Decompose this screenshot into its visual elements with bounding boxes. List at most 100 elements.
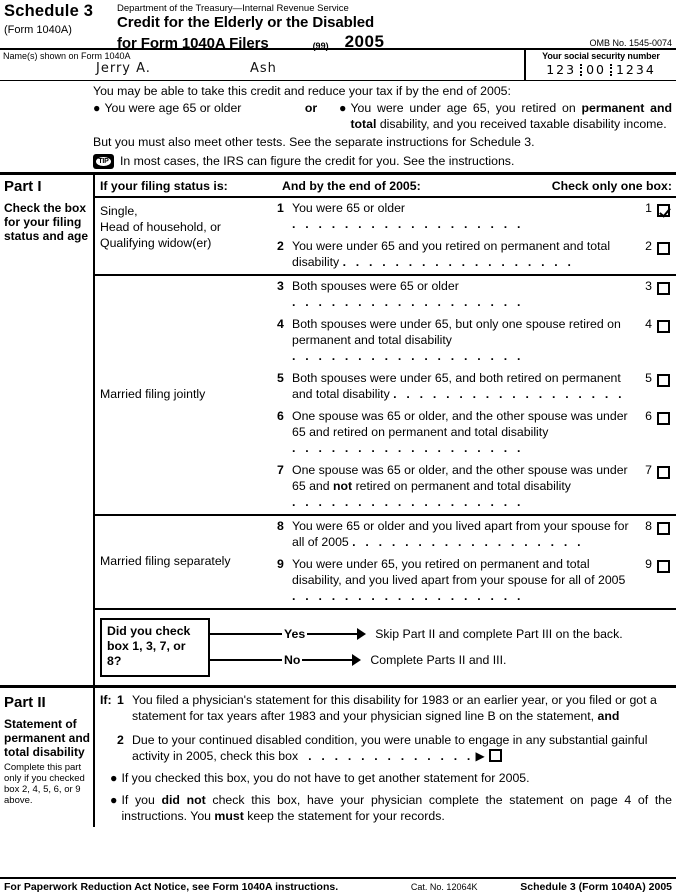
part2-section: Part II Statement of permanent and total… <box>0 684 676 827</box>
masthead-center: Department of the Treasury—Internal Reve… <box>115 3 526 52</box>
filing-status-checkbox-3[interactable] <box>657 281 670 295</box>
part1-section: Part I Check the box for your filing sta… <box>0 174 676 685</box>
filing-status-checkbox-8[interactable] <box>657 521 670 535</box>
decision-flow: Did you check box 1, 3, 7, or 8? Yes Ski… <box>95 607 676 685</box>
part2-item-1: If: 1 You filed a physician's statement … <box>95 693 672 725</box>
name-field-group[interactable]: Name(s) shown on Form 1040A Jerry A. Ash <box>0 50 526 80</box>
item-number: 2 <box>277 238 284 253</box>
tip-icon: TIP <box>93 154 114 170</box>
item-checkbox-group: 9 <box>636 557 676 573</box>
intro-line-1: You may be able to take this credit and … <box>93 84 511 98</box>
branch-line-no <box>210 659 282 662</box>
header-check-one-box: Check only one box: <box>551 178 672 193</box>
branch-line-no-2 <box>302 659 353 662</box>
item-number: 7 <box>277 462 284 477</box>
item-checkbox-group: 7 <box>636 463 676 479</box>
item-number: 9 <box>277 556 284 571</box>
part2-item1-number: 1 <box>117 692 124 707</box>
intro-bullet-right-text: You were under age 65, you retired on pe… <box>350 100 672 131</box>
filing-status-label: Married filing separately <box>100 553 231 568</box>
arrow-right-icon <box>357 628 367 641</box>
item-text: Both spouses were 65 or older . . . . . … <box>292 278 524 309</box>
tax-year: 2005 <box>344 32 385 52</box>
part2-item-2: 2 Due to your continued disabled conditi… <box>95 733 672 765</box>
status-block: Single, Head of household, or Qualifying… <box>95 195 676 274</box>
filing-status-checkbox-2[interactable] <box>657 241 670 255</box>
leader-dots: . . . . . . . . . . . . . . . . . . <box>292 348 524 363</box>
item-text: You were under 65 and you retired on per… <box>292 238 611 269</box>
department-line: Department of the Treasury—Internal Reve… <box>117 3 349 14</box>
masthead-left: Schedule 3 (Form 1040A) <box>0 2 115 36</box>
intro-tip-text: In most cases, the IRS can figure the cr… <box>120 153 515 168</box>
status-block: Married filing separately 8 You were 65 or… <box>95 513 676 608</box>
ssn-group-1: 123 <box>546 62 577 77</box>
filing-status-checkbox-6[interactable] <box>657 411 670 425</box>
part2-checkbox[interactable] <box>488 748 502 762</box>
intro-or-word: or <box>304 100 318 115</box>
branch-result-yes: Skip Part II and complete Part III on th… <box>375 627 623 642</box>
item-end-number: 5 <box>645 370 652 385</box>
part2-bullet-2: ● If you did not check this box, have yo… <box>95 793 672 825</box>
leader-dots: . . . . . . . . . . . . . . . . . . <box>292 440 524 455</box>
item-end-number: 9 <box>645 556 652 571</box>
filing-status-checkbox-4[interactable] <box>657 319 670 333</box>
item-end-number: 6 <box>645 408 652 423</box>
item-text: You were 65 or older and you lived apart… <box>292 518 629 549</box>
item-text: Both spouses were under 65, and both ret… <box>292 370 625 401</box>
ssn-group-2: 00 <box>586 62 606 77</box>
form-masthead: Schedule 3 (Form 1040A) Department of th… <box>0 0 676 52</box>
first-name-value[interactable]: Jerry A. <box>96 61 151 76</box>
part1-label: Part I <box>4 177 42 195</box>
filing-status-item: 8 You were 65 or older and you lived apar… <box>277 516 676 554</box>
ssn-field-group[interactable]: Your social security number 123 00 1234 <box>526 50 676 80</box>
part1-status-blocks: Single, Head of household, or Qualifying… <box>95 195 676 608</box>
item-number: 5 <box>277 370 284 385</box>
part1-top-divider <box>0 171 676 175</box>
header-filing-status: If your filing status is: <box>100 178 228 193</box>
part2-item2-text: Due to your continued disabled condition… <box>132 733 672 765</box>
ssn-value[interactable]: 123 00 1234 <box>526 62 676 77</box>
tip-badge-text: TIP <box>96 157 111 167</box>
filing-status-checkbox-7[interactable] <box>657 465 670 479</box>
filing-status-checkbox-1[interactable] <box>657 203 670 217</box>
item-number: 3 <box>277 278 284 293</box>
intro-tip-line: TIP In most cases, the IRS can figure th… <box>93 154 672 170</box>
bullet-dot-icon: ● <box>339 100 347 115</box>
item-end-number: 4 <box>645 316 652 331</box>
masthead-divider <box>0 48 676 50</box>
intro-block: You may be able to take this credit and … <box>0 81 676 172</box>
item-end-number: 8 <box>645 518 652 533</box>
filing-status-checkbox-5[interactable] <box>657 373 670 387</box>
part2-note: Complete this part only if you checked b… <box>4 762 85 806</box>
part2-description: Statement of permanent and total disabil… <box>4 716 91 759</box>
last-name-value[interactable]: Ash <box>250 61 277 76</box>
filing-status-checkbox-9[interactable] <box>657 559 670 573</box>
part2-content: If: 1 You filed a physician's statement … <box>93 687 676 827</box>
decision-question-box: Did you check box 1, 3, 7, or 8? <box>100 617 210 677</box>
part2-label: Part II <box>4 693 46 711</box>
masthead-right: OMB No. 1545-0074 <box>526 38 676 48</box>
part2-item2-number: 2 <box>117 732 124 747</box>
branch-label-yes: Yes <box>284 627 306 642</box>
bullet-dot-icon: ● <box>110 770 118 785</box>
schedule-title: Schedule 3 <box>4 2 94 20</box>
leader-dots: . . . . . . . . . . . . . . . . . . <box>292 494 524 509</box>
form-title-line1: Credit for the Elderly or the Disabled <box>117 14 375 32</box>
filing-status-item: 5 Both spouses were under 65, and both re… <box>277 368 676 406</box>
intro-bullet-right: ● You were under age 65, you retired on … <box>339 101 672 133</box>
ssn-divider-1 <box>580 63 583 76</box>
item-text: You were 65 or older . . . . . . . . . .… <box>292 200 524 231</box>
intro-bullets: ● You were age 65 or older or ● You were… <box>93 101 672 133</box>
leader-dots: . . . . . . . . . . . . . . . . . . <box>292 588 524 603</box>
part1-description: Check the box for your filing status and… <box>4 200 89 244</box>
part2-sidebar: Part II Statement of permanent and total… <box>0 688 93 827</box>
intro-bullet-left-text: You were age 65 or older <box>104 100 242 115</box>
filing-status-item: 3 Both spouses were 65 or older . . . . .… <box>277 276 676 314</box>
form-title-line2: for Form 1040A Filers <box>117 35 269 53</box>
leader-dots: . . . . . . . . . . . . . . . . . . <box>352 534 584 549</box>
